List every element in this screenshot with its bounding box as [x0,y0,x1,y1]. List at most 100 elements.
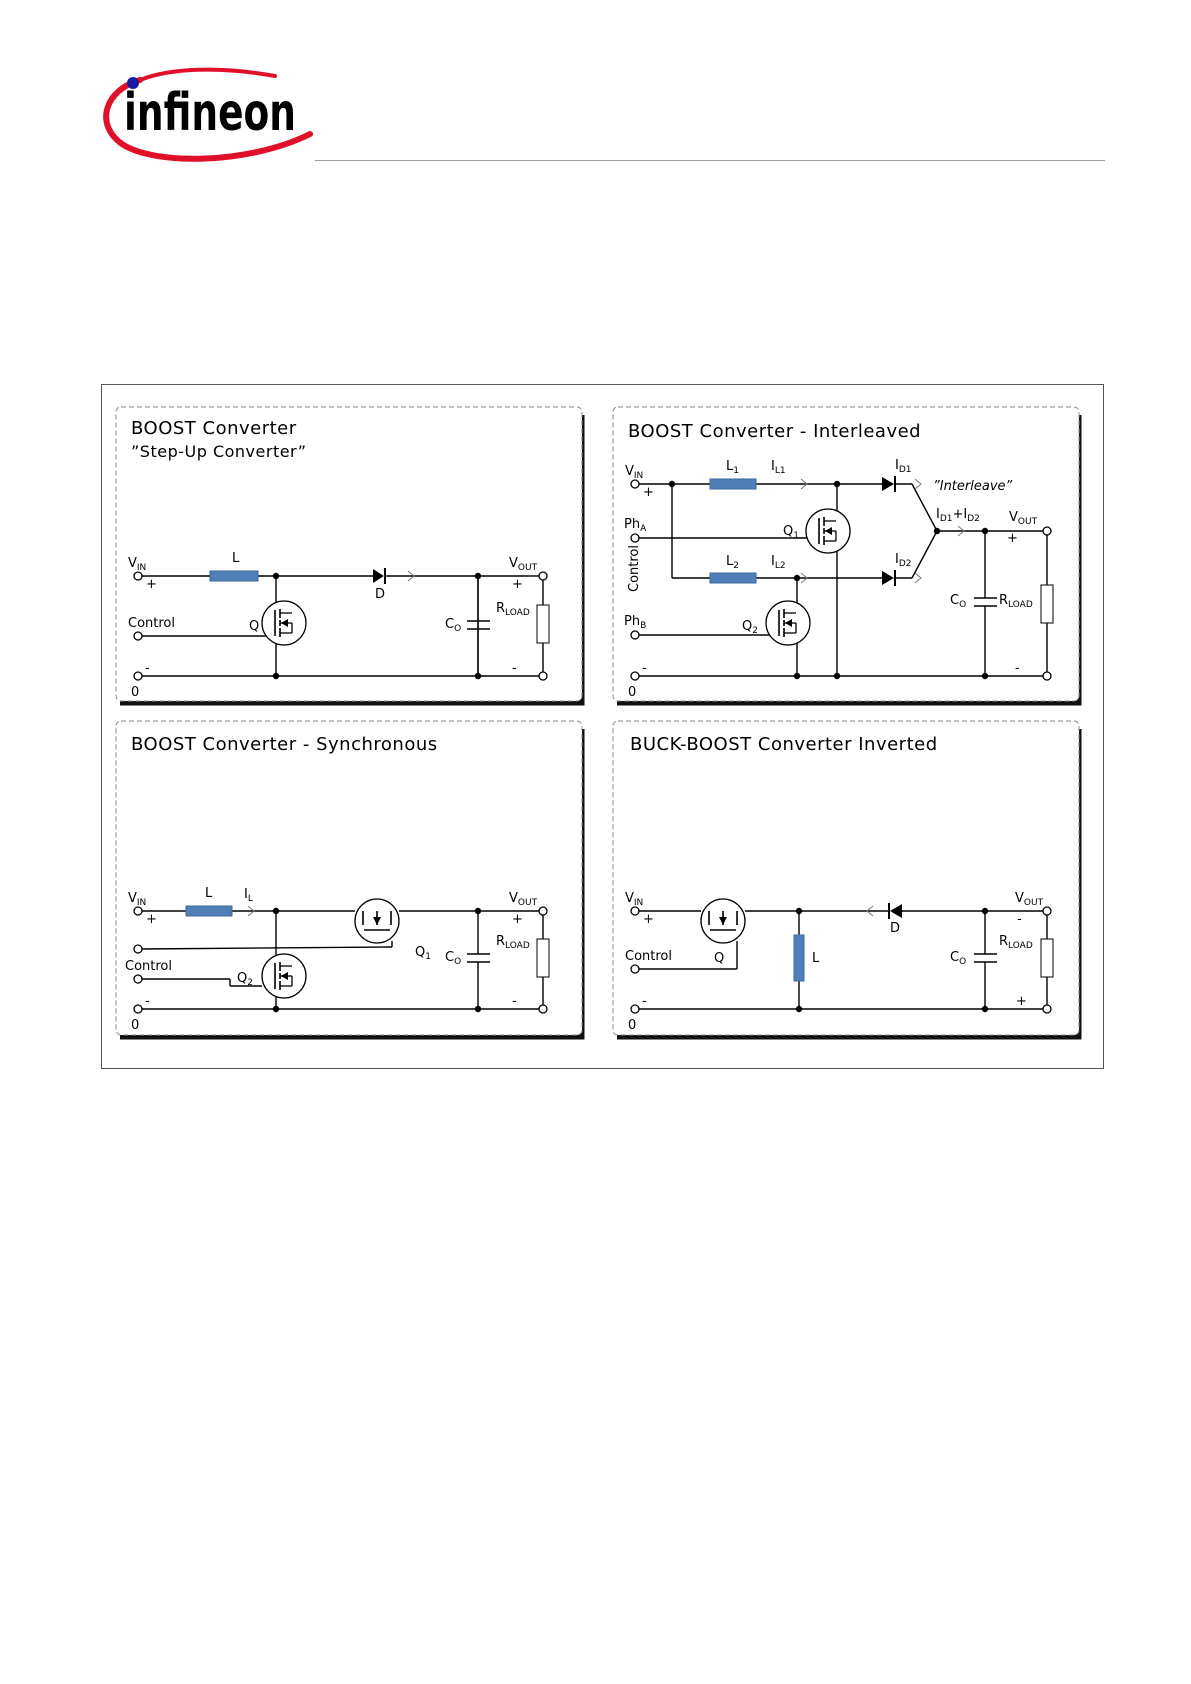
mosfet-q1 [805,508,851,554]
current-arrow [914,572,922,584]
plus-sign: + [1007,531,1018,546]
ground-label: 0 [131,685,139,700]
vin-label: VIN [625,891,643,908]
current-arrow [407,570,415,582]
panel-border [612,720,1080,1036]
terminal [133,571,143,581]
diode [373,569,384,583]
mosfet-q2 [765,600,811,646]
logo-swoosh-top [138,67,277,82]
node-dot [795,1005,803,1013]
panel-title: BOOST Converter [131,418,297,439]
current-arrow [866,905,874,917]
terminal [133,974,143,984]
node-dot [272,1005,280,1013]
panel-interleaved: BOOST Converter - Interleaved [612,406,1082,706]
inductor-label: L [205,886,213,901]
terminal [1042,526,1052,536]
terminal [133,1004,143,1014]
panel-buck-boost: BUCK-BOOST Converter Inverted VIN + Cont… [612,720,1082,1040]
header-rule [315,160,1105,161]
node-dot [933,527,941,535]
diode [890,904,902,918]
inductor-label: L [232,551,240,566]
minus-sign: - [512,994,517,1009]
resistor [536,938,550,978]
plus-sign: + [146,577,157,592]
inductor-label: L [812,951,820,966]
resistor [536,604,550,644]
current-arrow [957,525,965,537]
node-dot [981,672,989,680]
node-dot [272,907,280,915]
logo-text: infineon [124,83,296,143]
terminal [630,630,640,640]
node-dot [795,907,803,915]
l1-label: L1 [726,459,739,476]
q2-label: Q2 [237,971,253,988]
panel-title: BOOST Converter - Synchronous [131,734,438,755]
terminal [1042,906,1052,916]
control-label: Control [125,959,172,974]
sum-current-label: ID1+ID2 [936,507,980,524]
wire [141,946,393,950]
terminal [630,1004,640,1014]
node-dot [833,672,841,680]
logo-swoosh [103,77,313,162]
id2-label: ID2 [895,552,912,569]
mosfet-q1 [354,898,400,944]
terminal [538,906,548,916]
terminal [630,906,640,916]
interleave-note: ”Interleave” [933,479,1013,494]
il-label: IL [244,887,253,904]
node-dot [668,480,676,488]
minus-sign: - [1017,912,1022,927]
terminal [133,944,143,954]
inductor [209,570,259,582]
diode-d1 [882,477,894,491]
panel-boost: BOOST Converter ”Step-Up Converter” [115,406,585,706]
vout-label: VOUT [1009,510,1038,527]
minus-sign: - [512,661,517,676]
inductor-l2 [709,572,757,584]
current-arrow [800,572,808,584]
q1-label: Q1 [783,524,799,541]
ground-label: 0 [131,1018,139,1033]
node-dot [272,572,280,580]
plus-sign: + [512,577,523,592]
plus-sign: + [146,912,157,927]
panel-subtitle: ”Step-Up Converter” [131,442,307,461]
panel-border [115,720,583,1036]
plus-sign: + [1016,994,1027,1009]
mosfet-q2 [261,953,307,999]
terminal [133,671,143,681]
node-dot [474,907,482,915]
node-dot [981,907,989,915]
resistor [1040,938,1054,978]
minus-sign: - [145,994,150,1009]
terminal [630,533,640,543]
il2-label: IL2 [771,554,786,571]
panel-border [612,406,1080,702]
current-arrow [247,905,255,917]
terminal [133,631,143,641]
vout-label: VOUT [509,891,538,908]
load-label: RLOAD [999,934,1033,951]
control-label: Control [627,545,642,592]
inductor [793,934,805,982]
terminal [630,671,640,681]
vin-label: VIN [625,464,643,481]
node-dot [793,672,801,680]
control-label: Control [128,616,175,631]
infineon-logo: infineon [100,62,315,172]
minus-sign: - [145,661,150,676]
panel-title: BUCK-BOOST Converter Inverted [630,734,938,755]
ground-label: 0 [628,685,636,700]
phb-label: PhB [624,614,646,631]
current-arrow [914,478,922,490]
current-arrow [800,478,808,490]
load-label: RLOAD [496,934,530,951]
load-label: RLOAD [496,601,530,618]
vin-label: VIN [128,556,146,573]
wire [911,483,938,532]
